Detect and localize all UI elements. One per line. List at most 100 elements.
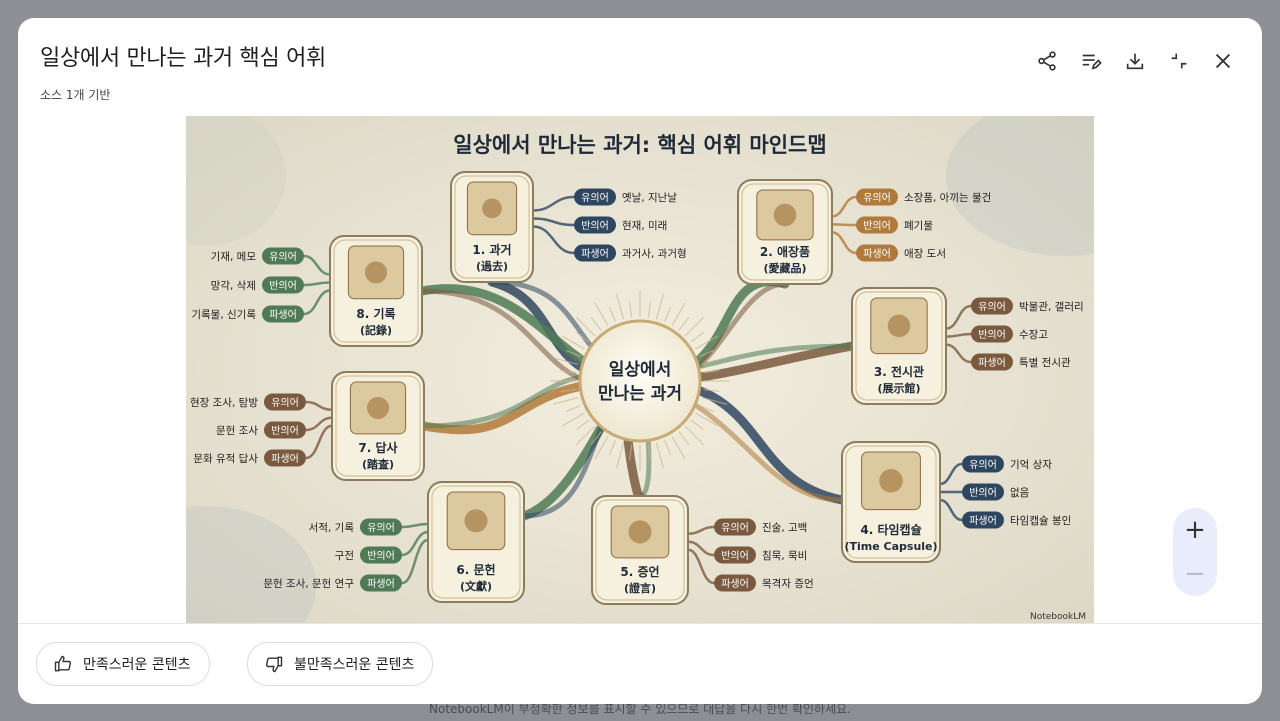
relation-pill [856, 216, 898, 234]
relation-pill [360, 518, 402, 536]
relation-value: 문화 유적 답사 [193, 453, 258, 465]
leaf-connector [532, 225, 575, 255]
notebooklm-watermark: NotebookLM [1030, 612, 1086, 622]
relation-value: 구전 [335, 550, 354, 562]
leaf-connector [831, 223, 857, 227]
node-title: 2. 애장품 [760, 244, 810, 259]
close-icon [1215, 53, 1231, 69]
zoom-controls: + − [1173, 508, 1217, 596]
relation-value: 박물관, 갤러리 [1019, 301, 1084, 313]
relation-value: 망각, 삭제 [211, 280, 256, 292]
node-title: 7. 답사 [358, 440, 397, 455]
leaf-connector [831, 195, 857, 218]
zoom-out-button[interactable]: − [1184, 559, 1206, 589]
relation-label: 파생어 [269, 309, 297, 321]
relation-label: 반의어 [969, 487, 997, 499]
relation-value: 과거사, 과거형 [622, 248, 687, 260]
node-hanja: (愛藏品) [763, 261, 806, 275]
infographic-modal: 일상에서 만나는 과거 핵심 어휘 소스 1개 기반 [18, 18, 1262, 704]
like-button[interactable]: 만족스러운 콘텐츠 [36, 642, 210, 686]
modal-toolbar [1030, 44, 1240, 78]
download-button[interactable] [1118, 44, 1152, 78]
relation-pill [262, 305, 304, 323]
relation-value: 소장품, 아끼는 물건 [904, 192, 991, 204]
node-hanja: (過去) [476, 259, 508, 273]
leaf-connector [303, 254, 331, 276]
dislike-button[interactable]: 불만족스러운 콘텐츠 [247, 642, 434, 686]
relation-value: 목격자 증언 [762, 577, 814, 590]
relation-label: 반의어 [978, 329, 1006, 341]
relation-value: 특별 전시관 [1019, 357, 1071, 369]
relation-value: 폐기물 [904, 220, 933, 232]
relation-label: 반의어 [367, 550, 395, 562]
relation-pill [360, 546, 402, 564]
center-node [578, 319, 702, 443]
leaf-connector [401, 530, 429, 557]
node-hanja: (文獻) [460, 579, 492, 593]
relation-value: 현재, 미래 [622, 220, 667, 232]
relation-label: 반의어 [581, 220, 609, 232]
relation-label: 파생어 [969, 515, 997, 527]
node-title: 5. 증언 [620, 564, 659, 579]
relation-value: 기록물, 신기록 [191, 309, 256, 321]
thumbs-up-icon [54, 655, 72, 672]
relation-pill [971, 325, 1013, 343]
leaf-connector [532, 195, 575, 212]
relation-pill [962, 483, 1004, 501]
relation-pill [962, 511, 1004, 529]
leaf-connector [939, 462, 963, 486]
leaf-connector [945, 332, 972, 338]
leaf-connector [401, 538, 429, 585]
node-title: 3. 전시관 [874, 364, 924, 379]
share-icon [1038, 51, 1056, 71]
relation-label: 유의어 [269, 251, 297, 263]
share-button[interactable] [1030, 44, 1064, 78]
relation-label: 반의어 [269, 280, 297, 292]
relation-value: 옛날, 지난날 [622, 192, 677, 204]
relation-pill [856, 244, 898, 262]
relation-label: 파생어 [271, 453, 299, 465]
edit-notes-button[interactable] [1074, 44, 1108, 78]
relation-value: 문헌 조사 [216, 425, 258, 437]
zoom-in-button[interactable]: + [1184, 515, 1206, 545]
leaf-connector [945, 343, 972, 364]
relation-pill [262, 276, 304, 294]
leaf-connector [831, 231, 857, 255]
leaf-connector [945, 304, 972, 330]
relation-value: 수장고 [1019, 329, 1048, 341]
relation-value: 기재, 메모 [211, 251, 257, 263]
relation-value: 서적, 기록 [309, 522, 355, 534]
relation-value: 타임캡슐 봉인 [1010, 514, 1071, 527]
leaf-connector [687, 525, 715, 536]
center-title-line-2: 만나는 과거 [598, 384, 682, 404]
relation-pill [574, 216, 616, 234]
feedback-bar: 만족스러운 콘텐츠 불만족스러운 콘텐츠 [18, 623, 1262, 704]
leaf-connector [687, 548, 715, 585]
relation-value: 없음 [1010, 486, 1030, 499]
relation-value: 기억 상자 [1010, 459, 1052, 471]
node-title: 1. 과거 [472, 242, 511, 257]
collapse-button[interactable] [1162, 44, 1196, 78]
leaf-connector [303, 289, 331, 316]
relation-value: 애장 도서 [904, 248, 946, 260]
relation-label: 파생어 [581, 248, 609, 260]
relation-value: 현장 조사, 탐방 [190, 397, 258, 409]
close-button[interactable] [1206, 44, 1240, 78]
center-title-line-1: 일상에서 [609, 360, 672, 380]
leaf-connector [305, 424, 333, 460]
relation-label: 파생어 [721, 578, 749, 590]
like-label: 만족스러운 콘텐츠 [83, 657, 191, 673]
relation-label: 파생어 [978, 357, 1006, 369]
relation-pill [714, 518, 756, 536]
relation-pill [574, 188, 616, 206]
